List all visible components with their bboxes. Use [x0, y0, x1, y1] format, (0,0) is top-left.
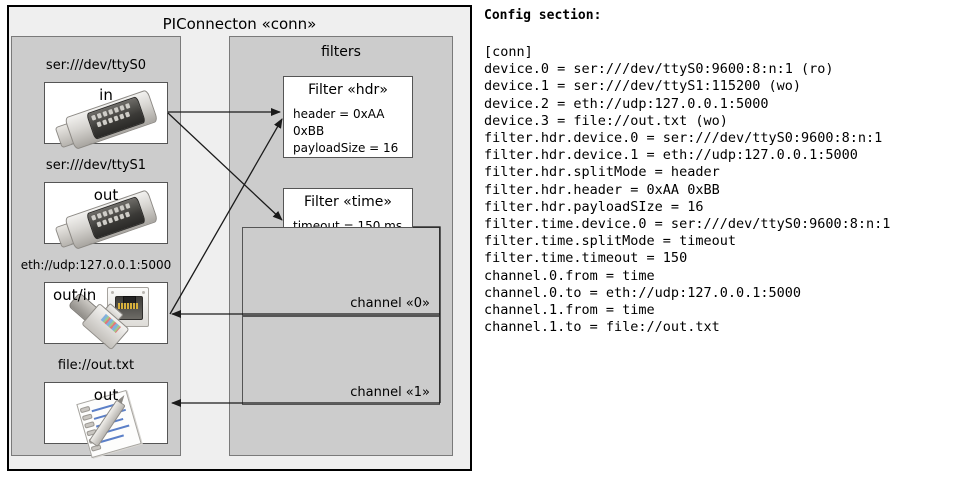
serial-port-icon [54, 89, 159, 151]
device-box-file-out[interactable]: out [44, 382, 168, 459]
channel-label: channel «1» [350, 385, 430, 400]
device-io-label: out [93, 186, 119, 204]
filter-box-hdr[interactable]: Filter «hdr» header = 0xAA 0xBB payloadS… [283, 76, 413, 158]
serial-port-icon [54, 189, 159, 251]
config-heading: Config section: [484, 8, 602, 23]
device-io-label: out [93, 386, 119, 404]
device-io-label: out/in [53, 286, 97, 304]
device-label-ser-ttys0: ser:///dev/ttyS0 [45, 58, 147, 73]
config-text: [conn] device.0 = ser:///dev/ttyS0:9600:… [484, 44, 891, 336]
device-label-file-out: file://out.txt [57, 358, 135, 373]
filter-title: Filter «hdr» [308, 82, 388, 98]
device-box-ser-ttys1[interactable]: out [44, 182, 168, 251]
filter-prop: header = 0xAA 0xBB [293, 107, 385, 138]
connection-diagram: PIConnecton «conn» ser:///dev/ttyS0 in s… [0, 0, 480, 484]
channel-box-1[interactable]: channel «1» [242, 316, 440, 405]
filter-props: header = 0xAA 0xBB payloadSize = 16 [293, 106, 412, 157]
device-box-ser-ttys0[interactable]: in [44, 82, 168, 151]
channel-label: channel «0» [350, 296, 430, 311]
device-io-label: in [99, 86, 113, 104]
filter-prop: payloadSize = 16 [293, 141, 399, 155]
diagram-title: PIConnecton «conn» [162, 15, 317, 33]
filters-group-title: filters [321, 44, 361, 60]
device-label-ser-ttys1: ser:///dev/ttyS1 [45, 158, 147, 173]
config-pane: Config section: [conn] device.0 = ser://… [480, 0, 964, 484]
channel-box-0[interactable]: channel «0» [242, 227, 440, 316]
device-box-eth-udp[interactable]: out/in [44, 282, 168, 351]
device-label-eth-udp: eth://udp:127.0.0.1:5000 [20, 258, 172, 272]
filter-title: Filter «time» [304, 194, 392, 210]
ethernet-plug-icon [67, 292, 130, 351]
